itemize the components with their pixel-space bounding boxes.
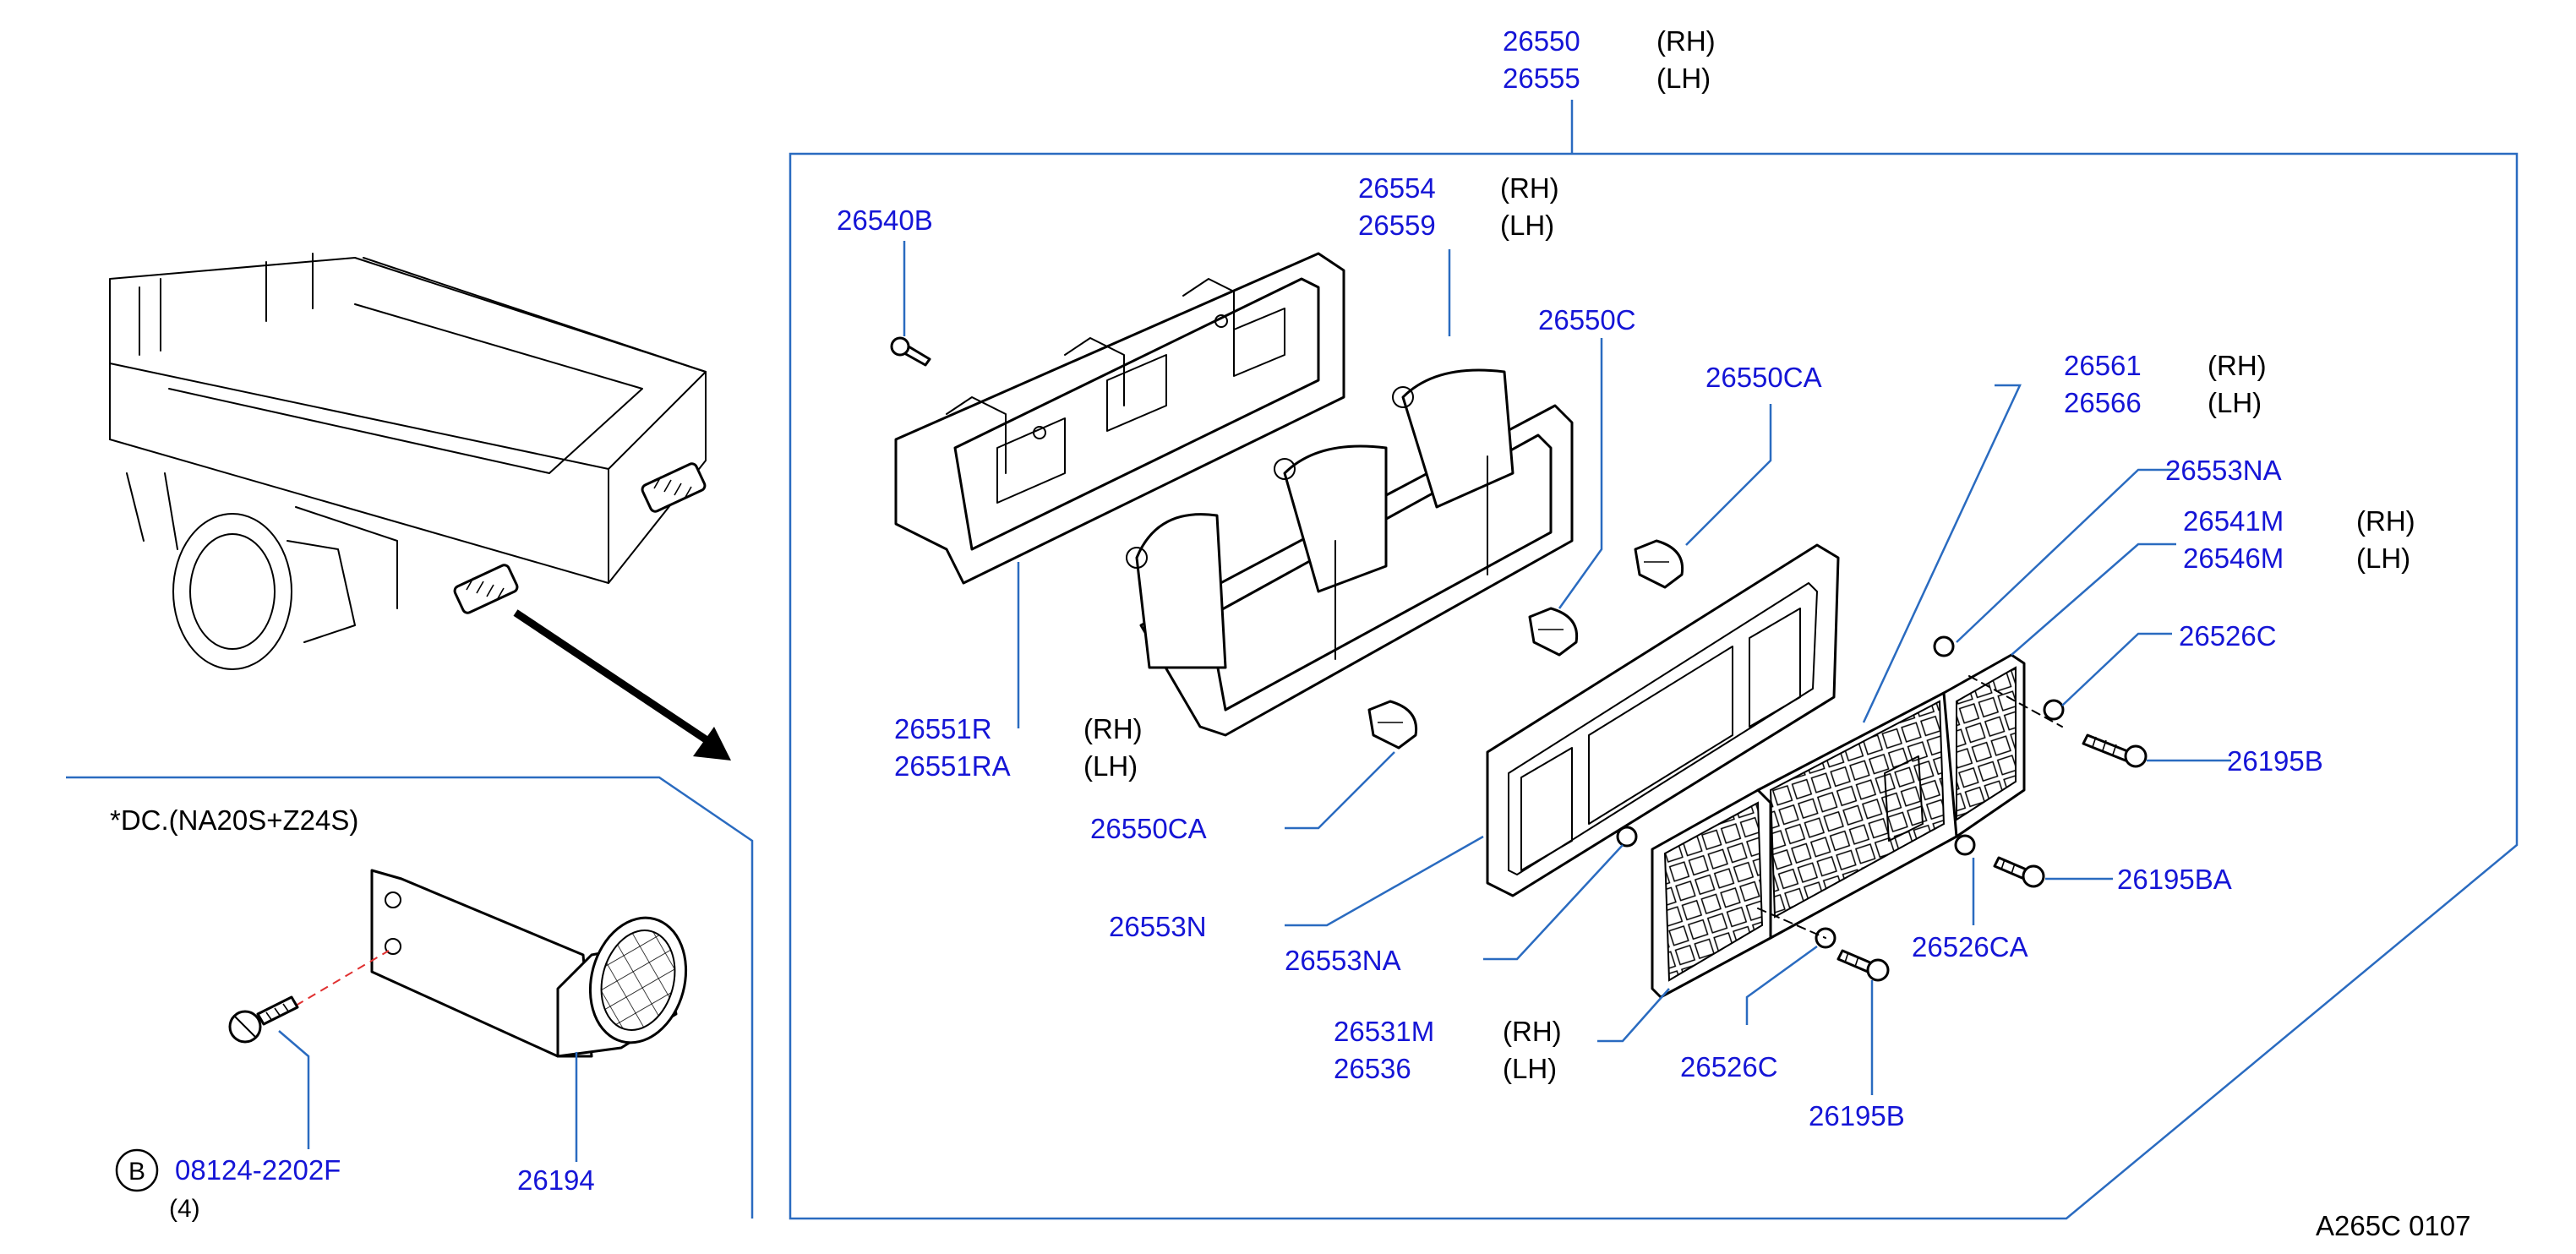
variant-section-frame (66, 776, 754, 1219)
part-number-26555[interactable]: 26555 (1503, 63, 1580, 94)
right-lens (1942, 653, 2026, 838)
part-number-26526ca[interactable]: 26526CA (1912, 931, 2028, 962)
leader-08124 (278, 1030, 310, 1149)
rh-note-26551r: (RH) (1083, 713, 1143, 744)
rh-note-26550: (RH) (1656, 25, 1716, 57)
side-marker-bracket (370, 869, 688, 1058)
washer-26526ca (1954, 834, 1976, 856)
assembly-frame (789, 152, 2519, 1220)
rh-note-26561: (RH) (2208, 350, 2267, 381)
rh-note-26531m: (RH) (1503, 1016, 1562, 1047)
washer-26553na-upper (1933, 635, 1955, 657)
lh-note-26566: (LH) (2208, 387, 2262, 418)
lamp-housing (894, 252, 1345, 585)
lh-note-26559: (LH) (1500, 210, 1554, 241)
part-number-26195b-bottom[interactable]: 26195B (1809, 1100, 1905, 1131)
screw-26195ba (1993, 856, 2045, 888)
bulb-holder (1126, 368, 1574, 737)
part-number-26566[interactable]: 26566 (2064, 387, 2142, 418)
variant-note: *DC.(NA20S+Z24S) (110, 804, 358, 836)
gasket (1486, 543, 1840, 897)
part-number-26195ba[interactable]: 26195BA (2117, 864, 2232, 895)
part-number-26536[interactable]: 26536 (1334, 1053, 1411, 1084)
part-number-26194[interactable]: 26194 (517, 1164, 595, 1196)
screw-26540b (890, 336, 931, 367)
part-number-26550ca-bottom[interactable]: 26550CA (1090, 813, 1207, 844)
dashed-screw-axis-lower (1757, 908, 1826, 939)
part-number-26553na-top[interactable]: 26553NA (2165, 455, 2282, 486)
bulb-26550c (1528, 607, 1579, 657)
truck-illustration (109, 253, 731, 761)
washer-26526c-right (2043, 699, 2065, 721)
dashed-screw-axis-right (1968, 675, 2063, 728)
lh-note-26546m: (LH) (2356, 542, 2410, 574)
rh-note-26541m: (RH) (2356, 505, 2415, 537)
part-number-26561[interactable]: 26561 (2064, 350, 2142, 381)
bolt-quantity: (4) (169, 1195, 200, 1223)
part-number-26550c[interactable]: 26550C (1538, 304, 1636, 335)
bolt-marker-letter: B (128, 1158, 145, 1186)
part-number-26526c-right[interactable]: 26526C (2179, 620, 2277, 652)
part-number-26551ra[interactable]: 26551RA (894, 750, 1011, 782)
part-number-26540b[interactable]: 26540B (837, 204, 933, 236)
left-lens (1651, 788, 1772, 999)
washer-26553na-lower (1616, 826, 1638, 848)
bolt-08124 (228, 995, 299, 1044)
bolt-alignment-line (295, 950, 390, 1006)
screw-26195b-right (2082, 733, 2148, 768)
part-number-26550ca-top[interactable]: 26550CA (1706, 362, 1822, 393)
screw-26195b-lower (1836, 949, 1890, 982)
part-number-26531m[interactable]: 26531M (1334, 1016, 1434, 1047)
leader-lines (903, 241, 2231, 1095)
rh-note-26554: (RH) (1500, 172, 1559, 204)
bulb-26550ca-lower (1367, 700, 1418, 750)
part-number-08124-2202f[interactable]: 08124-2202F (175, 1154, 341, 1186)
part-number-26550[interactable]: 26550 (1503, 25, 1580, 57)
part-number-26541m[interactable]: 26541M (2183, 505, 2284, 537)
part-number-26553n[interactable]: 26553N (1109, 911, 1207, 942)
lh-note-26536: (LH) (1503, 1053, 1557, 1084)
bolt-marker-circle (115, 1148, 159, 1192)
bulb-26550ca-upper (1634, 539, 1684, 589)
part-number-26546m[interactable]: 26546M (2183, 542, 2284, 574)
part-number-26559[interactable]: 26559 (1358, 210, 1436, 241)
part-number-26554[interactable]: 26554 (1358, 172, 1436, 204)
lh-note-26551ra: (LH) (1083, 750, 1138, 782)
lh-note-26555: (LH) (1656, 63, 1711, 94)
diagram-code: A265C 0107 (2316, 1210, 2470, 1241)
part-number-26195b-right[interactable]: 26195B (2227, 745, 2323, 777)
part-number-26553na-bottom[interactable]: 26553NA (1285, 945, 1401, 976)
part-number-26551r[interactable]: 26551R (894, 713, 992, 744)
part-number-26526c-bottom[interactable]: 26526C (1680, 1051, 1778, 1082)
center-lens (1756, 691, 1958, 940)
